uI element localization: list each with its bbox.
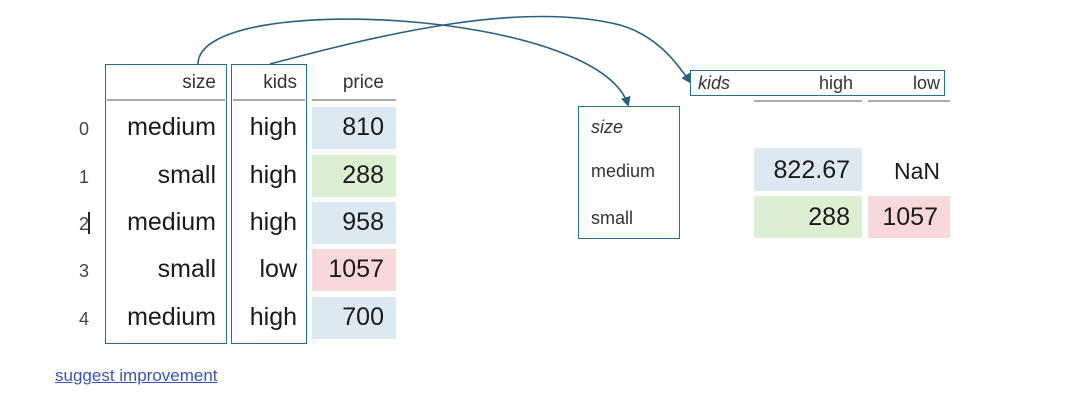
row-index: 1 [78,167,89,187]
value-medium-low: NaN [893,158,940,184]
price-cell: 810 [342,113,384,141]
price-cell-bg [312,202,396,244]
kids-cell: high [249,208,297,236]
price-cell-bg [312,297,396,339]
row-index: 2 [78,214,89,234]
size-column-box [105,64,227,344]
value-small-low: 1057 [882,203,938,231]
price-cell: 1057 [328,255,384,283]
column-header-high: high [818,73,853,93]
kids-to-columns-arrow [269,15,692,84]
size-to-index-arrow [197,18,631,107]
row-index: 4 [78,309,89,329]
index-label-small: small [591,208,634,228]
value-cell-bg [754,196,862,238]
value-medium-high: 822.67 [773,156,850,184]
price-cell-bg [312,249,396,291]
price-cell: 288 [342,161,384,189]
size-cell: medium [127,208,216,236]
columns-header-box [690,70,945,96]
header-rule [868,100,950,102]
index-box [578,106,680,239]
kids-cell: high [249,113,297,141]
header-rule [312,99,396,101]
kids-cell: high [249,161,297,189]
price-cell-bg [312,107,396,149]
kids-cell: high [249,303,297,331]
header-rule [754,100,862,102]
index-label-medium: medium [591,161,656,181]
size-cell: small [157,255,216,283]
value-cell-bg [868,196,950,238]
value-cell-bg [754,148,862,191]
header-kids: kids [263,72,297,93]
header-price: price [342,72,384,93]
column-header-low: low [912,73,940,93]
price-cell: 700 [342,303,384,331]
price-cell-bg [312,155,396,197]
kids-cell: low [259,255,297,283]
header-rule [233,99,305,101]
row-index: 3 [78,261,89,281]
header-rule [107,99,225,101]
row-index: 0 [78,119,89,139]
suggest-improvement-link[interactable]: suggest improvement [55,366,218,385]
size-cell: small [157,161,216,189]
columns-name: kids [698,73,731,93]
index-name: size [591,117,624,137]
header-size: size [182,72,216,93]
text-cursor [88,212,90,234]
size-cell: medium [127,113,216,141]
size-cell: medium [127,303,216,331]
price-cell: 958 [342,208,384,236]
kids-column-box [231,64,307,344]
value-small-high: 288 [808,203,850,231]
